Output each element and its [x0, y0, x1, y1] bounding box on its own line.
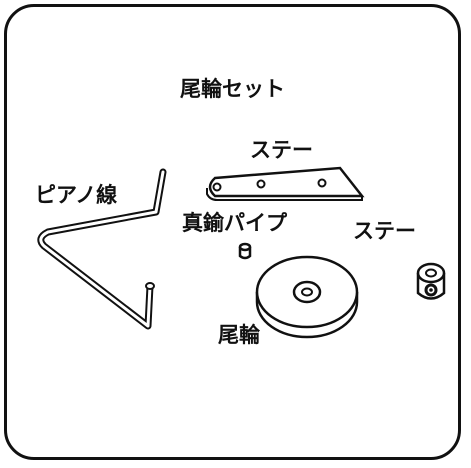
piano-wire-end	[145, 282, 155, 290]
wheel-hub-hole	[301, 287, 313, 297]
brass-pipe-label: 真鍮パイプ	[182, 211, 287, 235]
stay-plate	[206, 166, 365, 201]
stay-right-label: ステー	[353, 219, 416, 243]
diagram-title: 尾輪セット	[180, 77, 285, 101]
piano-wire	[37, 168, 167, 330]
stay-top-label: ステー	[250, 138, 313, 162]
stay-hole-1	[212, 182, 222, 192]
stay-collar	[416, 262, 446, 300]
piano-wire-label: ピアノ線	[35, 183, 118, 207]
wheel-label: 尾輪	[218, 323, 260, 347]
brass-pipe	[238, 242, 252, 260]
tail-wheel	[255, 255, 359, 339]
diagram-frame	[4, 4, 461, 460]
stay-hole-3	[317, 178, 327, 188]
stay-hole-2	[256, 179, 266, 189]
